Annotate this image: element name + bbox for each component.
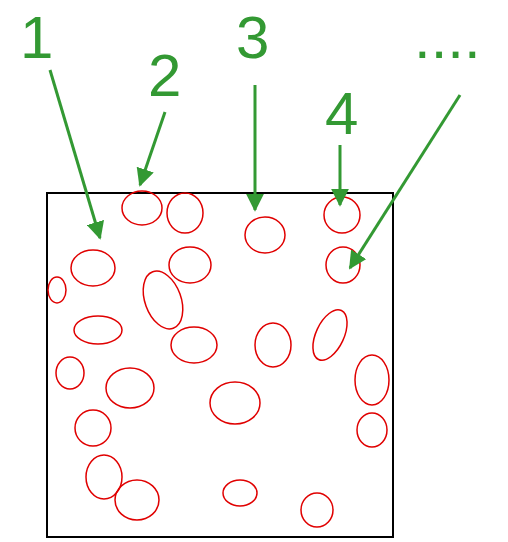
cell-outline [167, 193, 203, 233]
cell-outline [357, 413, 387, 447]
cell-outline [71, 250, 115, 286]
leader-arrow [254, 85, 257, 210]
callout-number: .... [414, 8, 481, 68]
callout-number: 1 [20, 8, 53, 68]
cell-outline [75, 410, 111, 446]
callout-number: 2 [148, 46, 181, 106]
cell-outline [122, 191, 162, 225]
cell-outline [48, 277, 66, 303]
leader-arrow [339, 145, 342, 205]
cell-outline [169, 247, 211, 283]
cell-outline [171, 327, 217, 363]
callout-number: 4 [325, 84, 358, 144]
cell-outline [324, 197, 360, 233]
leader-arrow [350, 95, 460, 268]
cell-outline [301, 493, 333, 527]
cell-outline [326, 247, 360, 283]
frame [47, 193, 393, 537]
cell-outline [106, 368, 154, 408]
leader-arrows [50, 70, 460, 268]
cell-outline [74, 316, 122, 344]
cell-outline [115, 480, 159, 520]
callout-number: 3 [236, 8, 269, 68]
leader-arrow [140, 112, 165, 185]
cell-outline [306, 305, 354, 366]
cells [48, 191, 389, 527]
cell-outline [223, 480, 257, 506]
cell-outline [56, 357, 84, 389]
cell-outline [210, 382, 260, 424]
cell-outline [355, 355, 389, 405]
cell-outline [136, 266, 190, 335]
cell-outline [255, 323, 291, 367]
leader-arrow [50, 70, 100, 238]
cell-outline [245, 217, 285, 253]
